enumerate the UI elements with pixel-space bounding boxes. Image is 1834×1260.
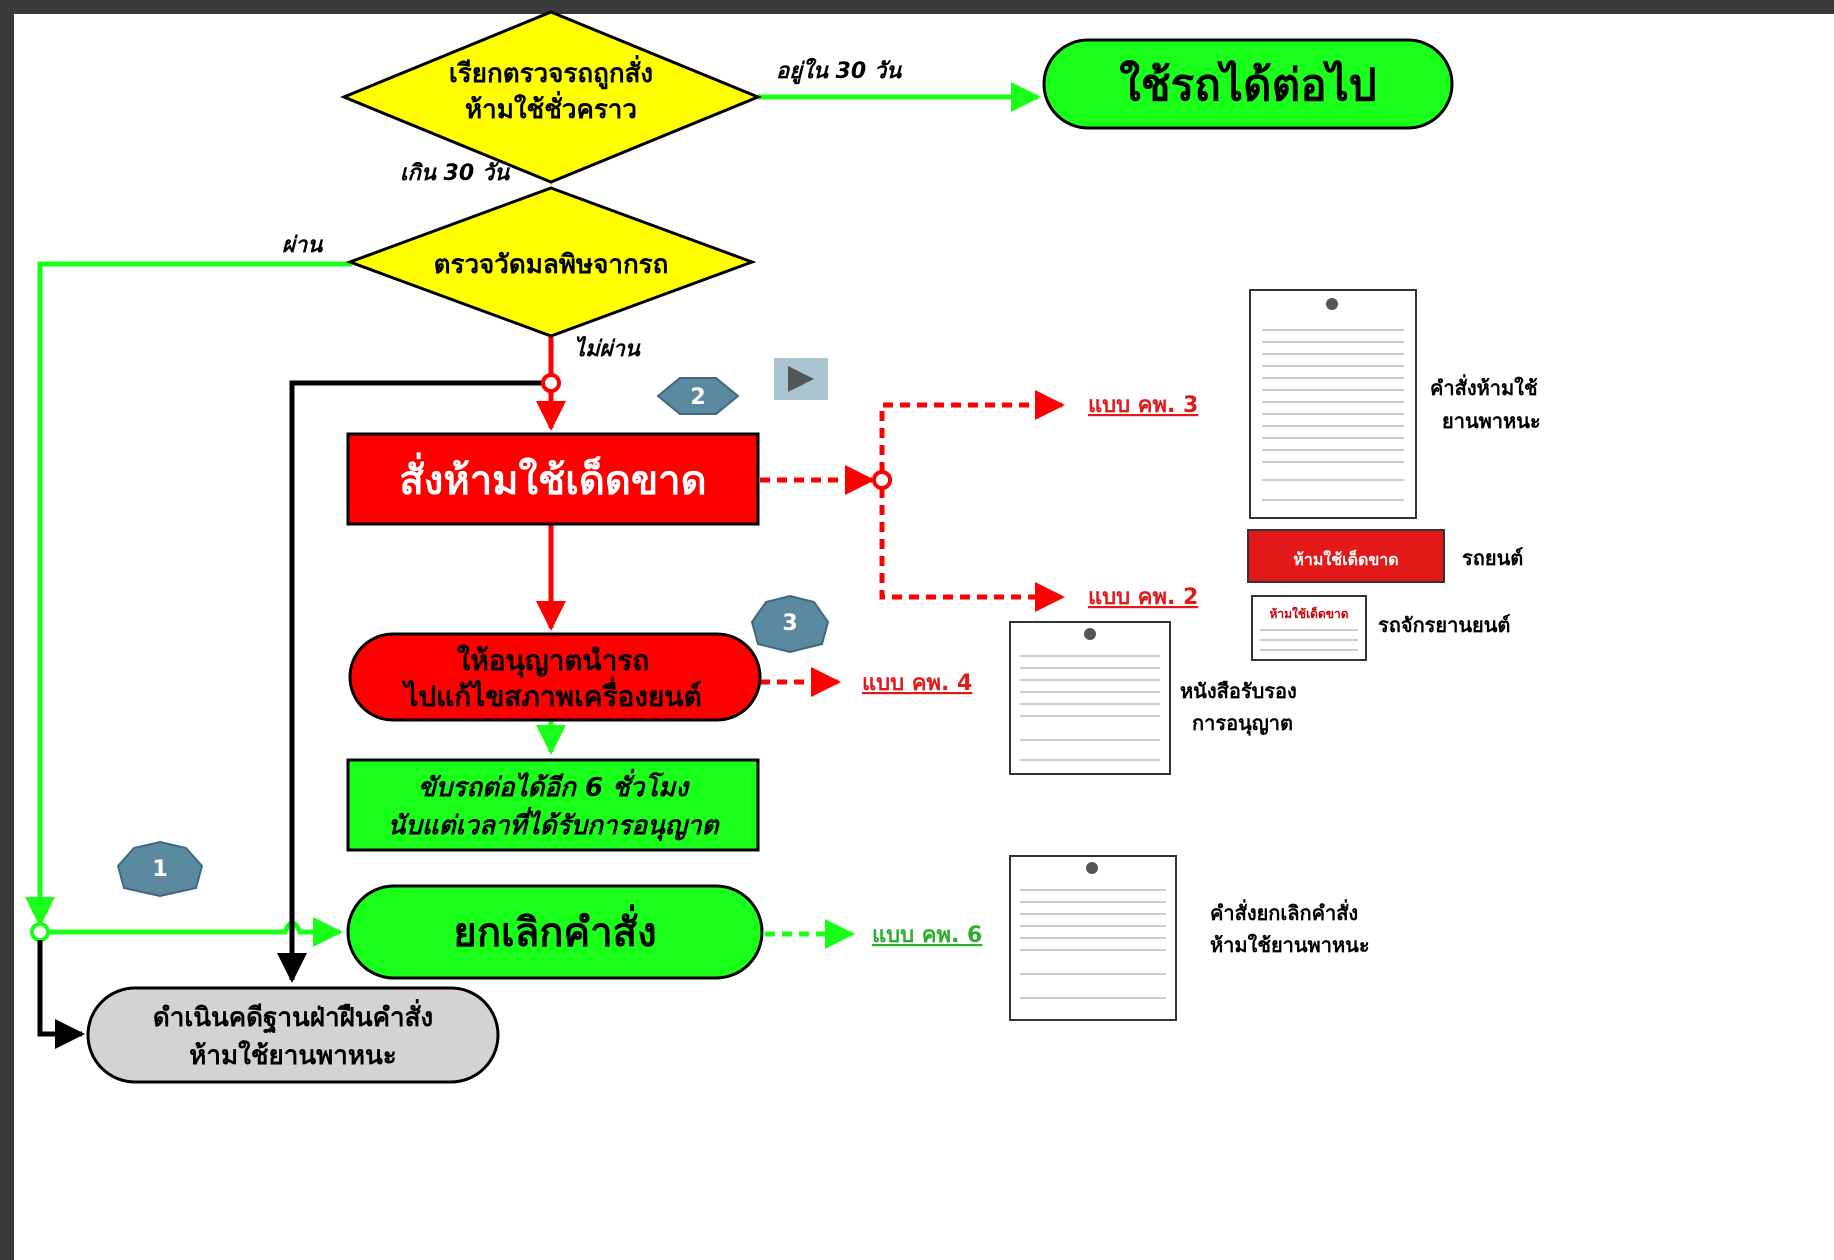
node-prohibit-label: สั่งห้ามใช้เด็ดขาด <box>399 452 706 504</box>
caption-kp3-line1: คำสั่งห้ามใช้ <box>1430 373 1538 400</box>
badge-1[interactable]: 1 <box>116 840 204 898</box>
label-pass: ผ่าน <box>282 233 323 258</box>
badge-2-label: 2 <box>690 385 705 410</box>
node-drive6h-line2: นับแต่เวลาที่ได้รับการอนุญาต <box>388 806 721 842</box>
form-kp3-label: แบบ คพ. 3 <box>1088 393 1198 418</box>
edge-dash-kp3 <box>879 390 1065 472</box>
edge-black-left <box>37 940 85 1049</box>
node-permit-line1: ให้อนุญาตนำรถ <box>457 644 650 678</box>
caption-kp4-line2: การอนุญาต <box>1192 711 1293 736</box>
badge-1-label: 1 <box>152 857 167 882</box>
edge-pass-to-cancel <box>40 917 343 947</box>
node-cancel-label: ยกเลิกคำสั่ง <box>453 904 656 956</box>
node-drive6h: ขับรถต่อได้อีก 6 ชั่วโมง นับแต่เวลาที่ได… <box>346 758 760 852</box>
decision-recall-line1: เรียกตรวจรถถูกสั่ง <box>449 54 653 90</box>
document-kp3 <box>1249 289 1417 519</box>
node-use-car: ใช้รถได้ต่อไป <box>1042 38 1454 130</box>
form-kp4-label: แบบ คพ. 4 <box>862 671 972 696</box>
label-over30: เกิน 30 วัน <box>400 161 510 186</box>
play-icon[interactable] <box>774 358 828 400</box>
caption-kp6-line2: ห้ามใช้ยานพาหนะ <box>1210 933 1370 957</box>
decision-emission-label: ตรวจวัดมลพิษจากรถ <box>434 250 669 280</box>
label-fail: ไม่ผ่าน <box>574 335 641 362</box>
node-permit-line2: ไปแก้ไขสภาพเครื่องยนต์ <box>401 676 701 713</box>
form-kp6-label: แบบ คพ. 6 <box>872 923 982 948</box>
edge-black-mid <box>277 380 551 983</box>
node-prosecute-line1: ดำเนินคดีฐานฝ่าฝืนคำสั่ง <box>153 998 433 1035</box>
junction-forms <box>872 470 892 490</box>
label-within30: อยู่ใน 30 วัน <box>776 57 902 85</box>
node-permit: ให้อนุญาตนำรถ ไปแก้ไขสภาพเครื่องยนต์ <box>348 632 762 722</box>
caption-kp4-line1: หนังสือรับรอง <box>1180 679 1297 703</box>
node-prohibit: สั่งห้ามใช้เด็ดขาด <box>346 432 760 526</box>
junction-fail <box>541 373 561 393</box>
edges <box>25 82 1065 1049</box>
caption-kp6-line1: คำสั่งยกเลิกคำสั่ง <box>1210 898 1358 925</box>
sticker-car-label: ห้ามใช้เด็ดขาด <box>1293 548 1398 569</box>
node-prosecute-line2: ห้ามใช้ยานพาหนะ <box>189 1040 396 1071</box>
document-kp4 <box>1009 621 1171 775</box>
caption-kp3-line2: ยานพาหนะ <box>1442 409 1541 433</box>
sticker-motorcycle-label: ห้ามใช้เด็ดขาด <box>1270 606 1349 621</box>
decision-recall: เรียกตรวจรถถูกสั่ง ห้ามใช้ชั่วคราว <box>340 10 762 184</box>
node-prosecute: ดำเนินคดีฐานฝ่าฝืนคำสั่ง ห้ามใช้ยานพาหนะ <box>86 986 500 1084</box>
sticker-car: ห้ามใช้เด็ดขาด <box>1247 529 1445 583</box>
badge-2[interactable]: 2 <box>656 377 740 415</box>
decision-recall-line2: ห้ามใช้ชั่วคราว <box>465 90 637 125</box>
caption-car: รถยนต์ <box>1462 546 1523 570</box>
edge-dash-kp2 <box>879 488 1065 612</box>
badge-3[interactable]: 3 <box>750 594 830 654</box>
form-kp2-label: แบบ คพ. 2 <box>1088 585 1198 610</box>
caption-motorcycle: รถจักรยานยนต์ <box>1378 613 1510 637</box>
document-kp6 <box>1009 855 1177 1021</box>
node-cancel: ยกเลิกคำสั่ง <box>346 884 764 980</box>
window-frame-top <box>0 0 1834 14</box>
edge-pass <box>25 261 352 927</box>
node-drive6h-line1: ขับรถต่อได้อีก 6 ชั่วโมง <box>418 768 690 803</box>
sticker-motorcycle: ห้ามใช้เด็ดขาด <box>1251 595 1367 661</box>
decision-emission: ตรวจวัดมลพิษจากรถ <box>345 186 757 338</box>
node-use-car-label: ใช้รถได้ต่อไป <box>1119 59 1376 111</box>
junction-pass <box>30 922 50 942</box>
badge-3-label: 3 <box>782 611 797 636</box>
window-frame-left <box>0 0 14 1260</box>
